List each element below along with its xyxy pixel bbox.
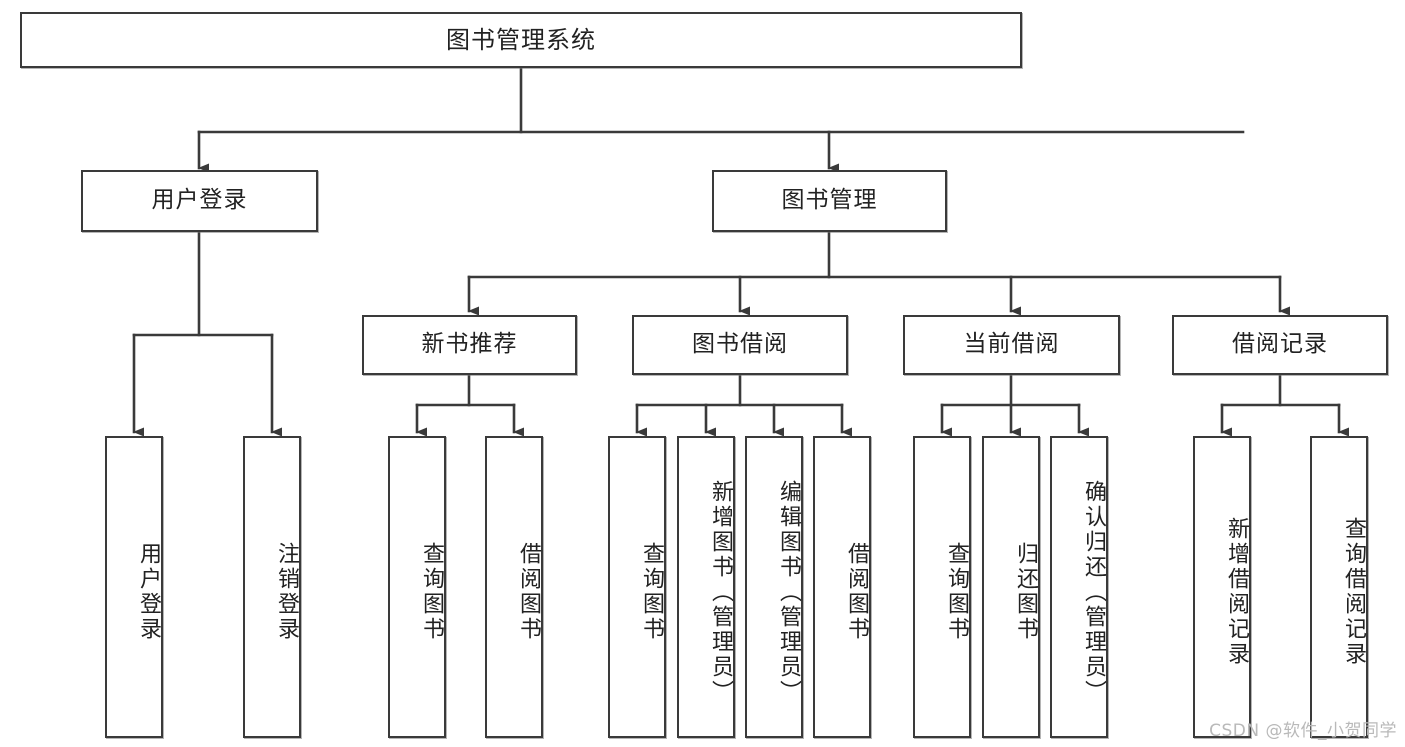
node-label: 新书推荐 xyxy=(421,331,518,358)
node-label: 查询图书 xyxy=(944,542,969,642)
node-borrow-record[interactable]: 借阅记录 xyxy=(1172,315,1388,375)
node-leaf-add-record[interactable]: 新增借阅记录 xyxy=(1193,436,1251,738)
node-leaf-query-record[interactable]: 查询借阅记录 xyxy=(1310,436,1368,738)
node-label: 确认归还（管理员） xyxy=(1081,479,1106,705)
node-leaf-add-book[interactable]: 新增图书（管理员） xyxy=(677,436,735,738)
node-leaf-return-book[interactable]: 归还图书 xyxy=(982,436,1040,738)
node-leaf-query-book-3[interactable]: 查询图书 xyxy=(913,436,971,738)
node-leaf-query-book-2[interactable]: 查询图书 xyxy=(608,436,666,738)
node-label: 用户登录 xyxy=(136,542,161,642)
node-label: 注销登录 xyxy=(274,542,299,642)
node-label: 当前借阅 xyxy=(963,331,1060,358)
node-label: 借阅图书 xyxy=(844,542,869,642)
node-label: 查询图书 xyxy=(419,542,444,642)
node-label: 图书管理 xyxy=(781,187,878,214)
node-user-login[interactable]: 用户登录 xyxy=(81,170,318,232)
node-leaf-confirm-return[interactable]: 确认归还（管理员） xyxy=(1050,436,1108,738)
csdn-watermark: CSDN @软件_小贺同学 xyxy=(1209,721,1397,741)
node-new-book-recommend[interactable]: 新书推荐 xyxy=(362,315,577,375)
node-root-book-management-system[interactable]: 图书管理系统 xyxy=(20,12,1022,68)
node-label: 查询借阅记录 xyxy=(1341,517,1366,667)
node-label: 查询图书 xyxy=(639,542,664,642)
node-leaf-user-login[interactable]: 用户登录 xyxy=(105,436,163,738)
node-label: 用户登录 xyxy=(151,187,248,214)
node-label: 图书管理系统 xyxy=(446,25,596,54)
node-label: 借阅图书 xyxy=(516,542,541,642)
node-book-manage[interactable]: 图书管理 xyxy=(712,170,947,232)
node-leaf-borrow-book-2[interactable]: 借阅图书 xyxy=(813,436,871,738)
node-leaf-user-logout[interactable]: 注销登录 xyxy=(243,436,301,738)
node-label: 图书借阅 xyxy=(692,331,788,358)
node-leaf-borrow-book-1[interactable]: 借阅图书 xyxy=(485,436,543,738)
node-leaf-edit-book[interactable]: 编辑图书（管理员） xyxy=(745,436,803,738)
node-label: 借阅记录 xyxy=(1232,331,1328,358)
node-label: 新增图书（管理员） xyxy=(708,479,733,705)
node-label: 新增借阅记录 xyxy=(1224,517,1249,667)
node-label: 编辑图书（管理员） xyxy=(776,479,801,705)
node-leaf-query-book-1[interactable]: 查询图书 xyxy=(388,436,446,738)
node-label: 归还图书 xyxy=(1013,542,1038,642)
node-book-borrow[interactable]: 图书借阅 xyxy=(632,315,848,375)
node-current-borrow[interactable]: 当前借阅 xyxy=(903,315,1120,375)
